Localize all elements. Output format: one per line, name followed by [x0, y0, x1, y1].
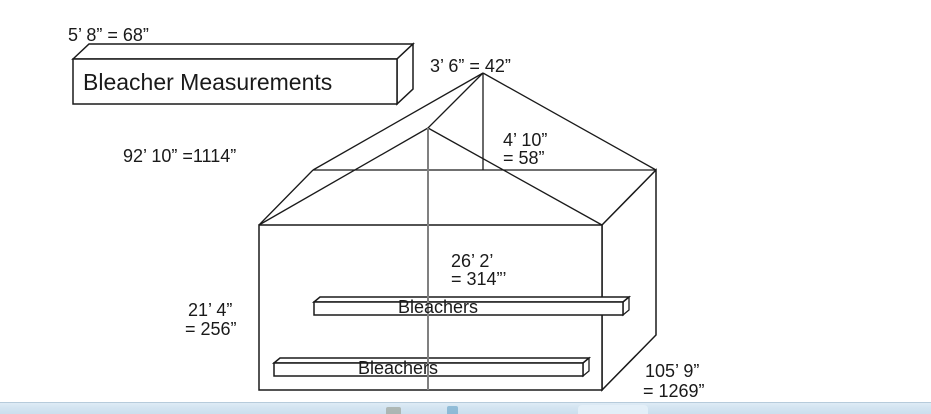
roof-back-right-slope — [482, 72, 657, 171]
upper-bleacher-front-face — [313, 301, 624, 316]
legend-length-label: 92’ 10” =1114” — [123, 146, 236, 166]
building-side-wall — [601, 168, 657, 392]
wall-height-label-line2: = 256” — [185, 319, 237, 339]
wall-height-label-line1: 21’ 4” — [188, 300, 232, 320]
center-height-label-line1: 26’ 2’ — [451, 251, 493, 271]
peak-height-label-line2: = 58” — [503, 148, 545, 168]
legend-box-front-face — [72, 58, 398, 105]
legend-width-label: 5’ 8” = 68” — [68, 25, 149, 45]
legend-box-top-face — [71, 43, 415, 60]
taskbar-strip[interactable] — [0, 402, 931, 414]
measurement-diagram: 5’ 8” = 68” Bleacher Measurements 92’ 10… — [68, 25, 705, 401]
peak-height-label-line1: 4’ 10” — [503, 130, 547, 150]
center-height-label-line2: = 314”’ — [451, 269, 507, 289]
roof-front-left-slope — [258, 127, 429, 226]
taskbar-icon-hint — [386, 407, 401, 414]
taskbar-icon-hint — [447, 406, 458, 414]
depth-label-line1: 105’ 9” — [645, 361, 699, 381]
lower-bleacher-label: Bleachers — [358, 358, 438, 378]
building — [258, 72, 657, 392]
depth-label-line2: = 1269” — [643, 381, 705, 401]
ridge-offset-label: 3’ 6” = 42” — [430, 56, 511, 76]
roof-front-right-slope — [427, 127, 603, 226]
upper-bleacher-label: Bleachers — [398, 297, 478, 317]
legend-box: 5’ 8” = 68” Bleacher Measurements 92’ 10… — [68, 25, 415, 166]
left-eave-depth-edge — [258, 169, 314, 226]
taskbar-button-hint — [578, 405, 648, 414]
upper-bleacher-box — [311, 295, 632, 317]
roof-back-left-slope — [312, 72, 484, 171]
legend-title: Bleacher Measurements — [83, 69, 332, 95]
roof-ridge-line — [427, 72, 484, 129]
